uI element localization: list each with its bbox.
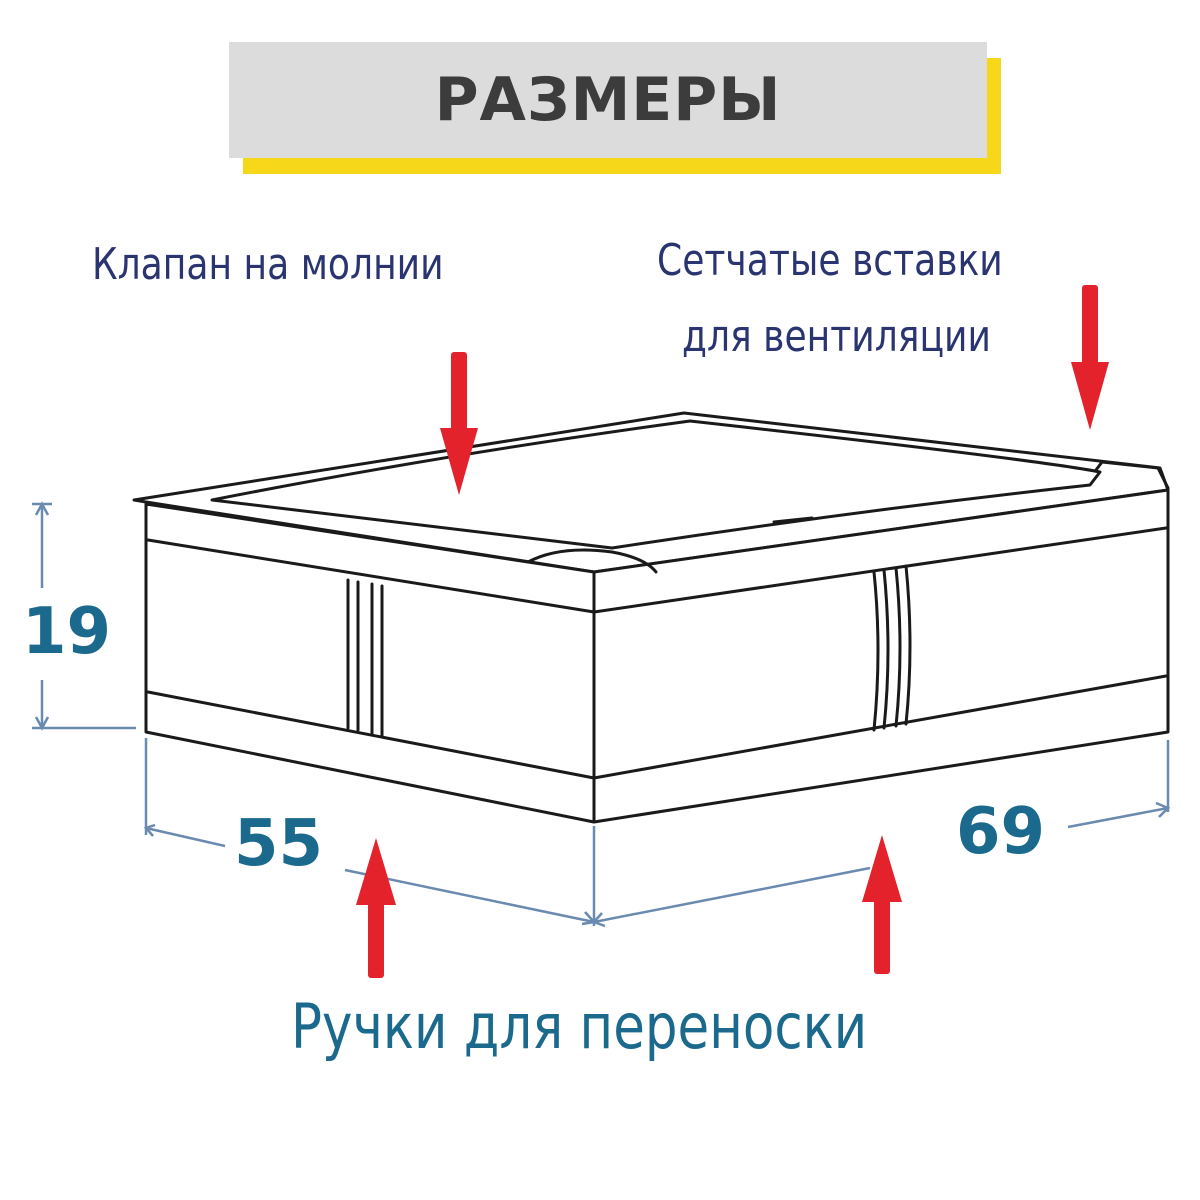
- mesh-inserts-label-line1: Сетчатые вставки: [657, 235, 1003, 286]
- height-dimension-label: 19: [22, 595, 112, 669]
- right-handle-arrow: [862, 835, 902, 974]
- red-arrows: [356, 285, 1109, 978]
- zipper-flap-label: Клапан на молнии: [92, 239, 444, 290]
- page-title: РАЗМЕРЫ: [434, 65, 782, 135]
- title-banner: РАЗМЕРЫ: [229, 42, 987, 158]
- left-handle-arrow: [356, 838, 396, 978]
- mesh-inserts-arrow: [1071, 285, 1109, 430]
- width-dimension-label: 69: [956, 795, 1046, 869]
- depth-dimension-label: 55: [234, 807, 324, 881]
- carry-handles-label: Ручки для переноски: [291, 990, 868, 1063]
- box-outline: [132, 411, 1170, 824]
- mesh-inserts-label-line2: для вентиляции: [682, 311, 991, 362]
- zipper-flap-arrow: [440, 352, 478, 495]
